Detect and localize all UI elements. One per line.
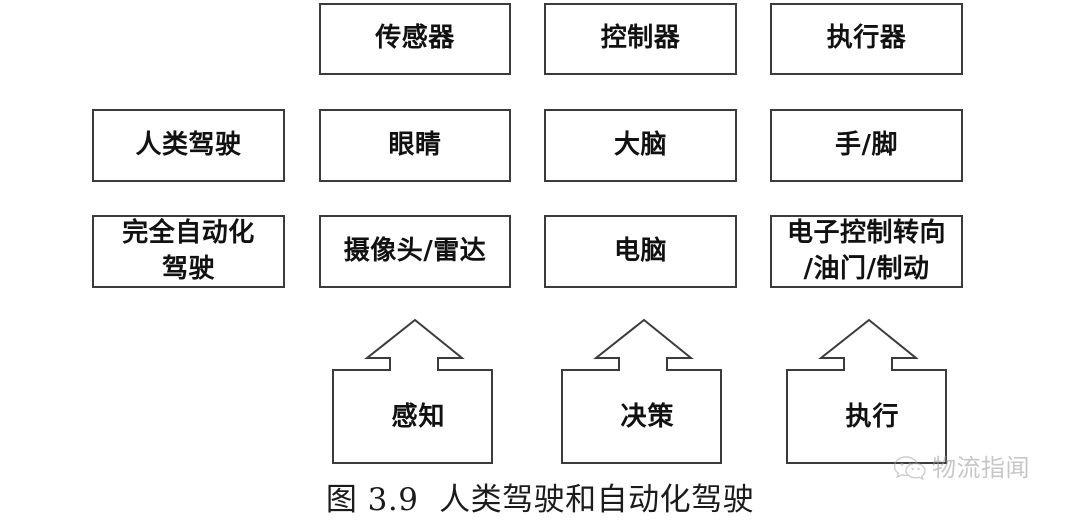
box-brain-label: 大脑 bbox=[613, 129, 667, 160]
box-electronic-control: 电子控制转向 /油门/制动 bbox=[770, 215, 963, 288]
box-sensor-label: 传感器 bbox=[375, 23, 455, 54]
box-computer: 电脑 bbox=[544, 215, 737, 288]
box-controller: 控制器 bbox=[544, 3, 737, 75]
up-arrow-icon bbox=[561, 318, 722, 464]
box-human-driving-label: 人类驾驶 bbox=[135, 129, 242, 160]
box-hands-feet-label: 手/脚 bbox=[835, 129, 898, 160]
box-brain: 大脑 bbox=[544, 109, 737, 182]
arrow-execution: 执行 bbox=[785, 308, 960, 470]
box-controller-label: 控制器 bbox=[600, 23, 681, 54]
box-camera-radar-label: 摄像头/雷达 bbox=[343, 235, 487, 266]
box-actuator: 执行器 bbox=[770, 3, 963, 75]
figure-caption: 图 3.9 人类驾驶和自动化驾驶 bbox=[325, 482, 755, 518]
wechat-icon bbox=[893, 455, 927, 481]
box-sensor: 传感器 bbox=[319, 3, 511, 75]
arrow-perception: 感知 bbox=[331, 308, 506, 470]
arrow-perception-label: 感知 bbox=[391, 402, 446, 432]
arrow-decision-label: 决策 bbox=[620, 402, 675, 432]
box-camera-radar: 摄像头/雷达 bbox=[319, 215, 511, 288]
box-eyes: 眼睛 bbox=[319, 109, 511, 182]
arrow-decision: 决策 bbox=[560, 308, 735, 470]
box-electronic-control-label: 电子控制转向 /油门/制动 bbox=[786, 218, 946, 284]
box-human-driving: 人类驾驶 bbox=[92, 109, 285, 182]
up-arrow-icon bbox=[786, 318, 947, 464]
box-computer-label: 电脑 bbox=[613, 235, 667, 266]
watermark: 物流指闻 bbox=[893, 455, 1030, 481]
watermark-text: 物流指闻 bbox=[932, 454, 1030, 482]
up-arrow-icon bbox=[332, 318, 493, 464]
box-eyes-label: 眼睛 bbox=[388, 129, 442, 160]
box-full-automation: 完全自动化 驾驶 bbox=[92, 215, 285, 288]
box-full-automation-label: 完全自动化 驾驶 bbox=[122, 218, 255, 284]
wechat-icon-glyph bbox=[893, 456, 926, 481]
box-actuator-label: 执行器 bbox=[826, 23, 907, 54]
arrow-execution-label: 执行 bbox=[845, 402, 900, 432]
box-hands-feet: 手/脚 bbox=[770, 109, 963, 182]
